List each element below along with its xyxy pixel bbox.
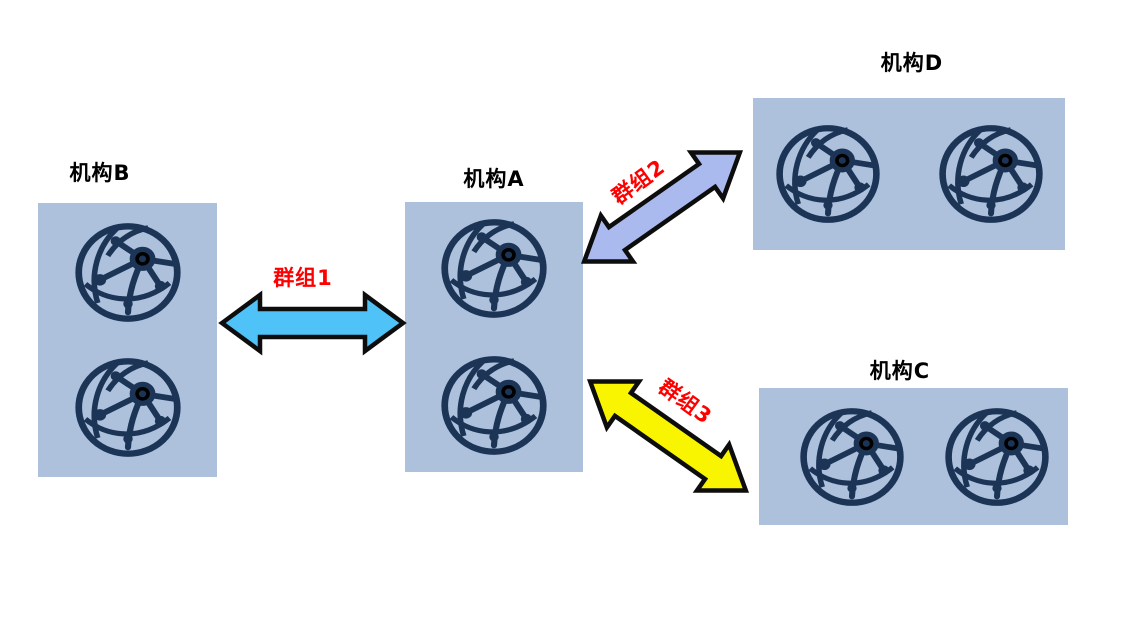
group1-label: 群组1 bbox=[273, 266, 333, 290]
org-box-d bbox=[753, 98, 1065, 250]
org-label-b: 机构B bbox=[69, 161, 131, 185]
org-label-a: 机构A bbox=[463, 167, 525, 191]
double-arrow-icon bbox=[580, 150, 744, 264]
network-globe-icon bbox=[72, 220, 184, 325]
org-box-c bbox=[759, 388, 1068, 525]
network-globe-icon bbox=[797, 405, 907, 509]
network-globe-icon bbox=[438, 216, 550, 321]
double-arrow-icon bbox=[218, 290, 407, 356]
org-box-b bbox=[38, 203, 217, 477]
arrow-group2 bbox=[563, 124, 762, 290]
org-label-c: 机构C bbox=[869, 359, 931, 383]
network-globe-icon bbox=[72, 355, 184, 460]
network-globe-icon bbox=[773, 122, 883, 226]
network-globe-icon bbox=[942, 405, 1052, 509]
org-box-a bbox=[405, 202, 583, 472]
arrow-group1 bbox=[218, 290, 407, 356]
double-arrow-icon bbox=[586, 379, 750, 493]
org-label-d: 机构D bbox=[880, 51, 944, 75]
arrow-group3 bbox=[569, 353, 768, 519]
network-globe-icon bbox=[936, 122, 1046, 226]
network-globe-icon bbox=[438, 353, 550, 458]
